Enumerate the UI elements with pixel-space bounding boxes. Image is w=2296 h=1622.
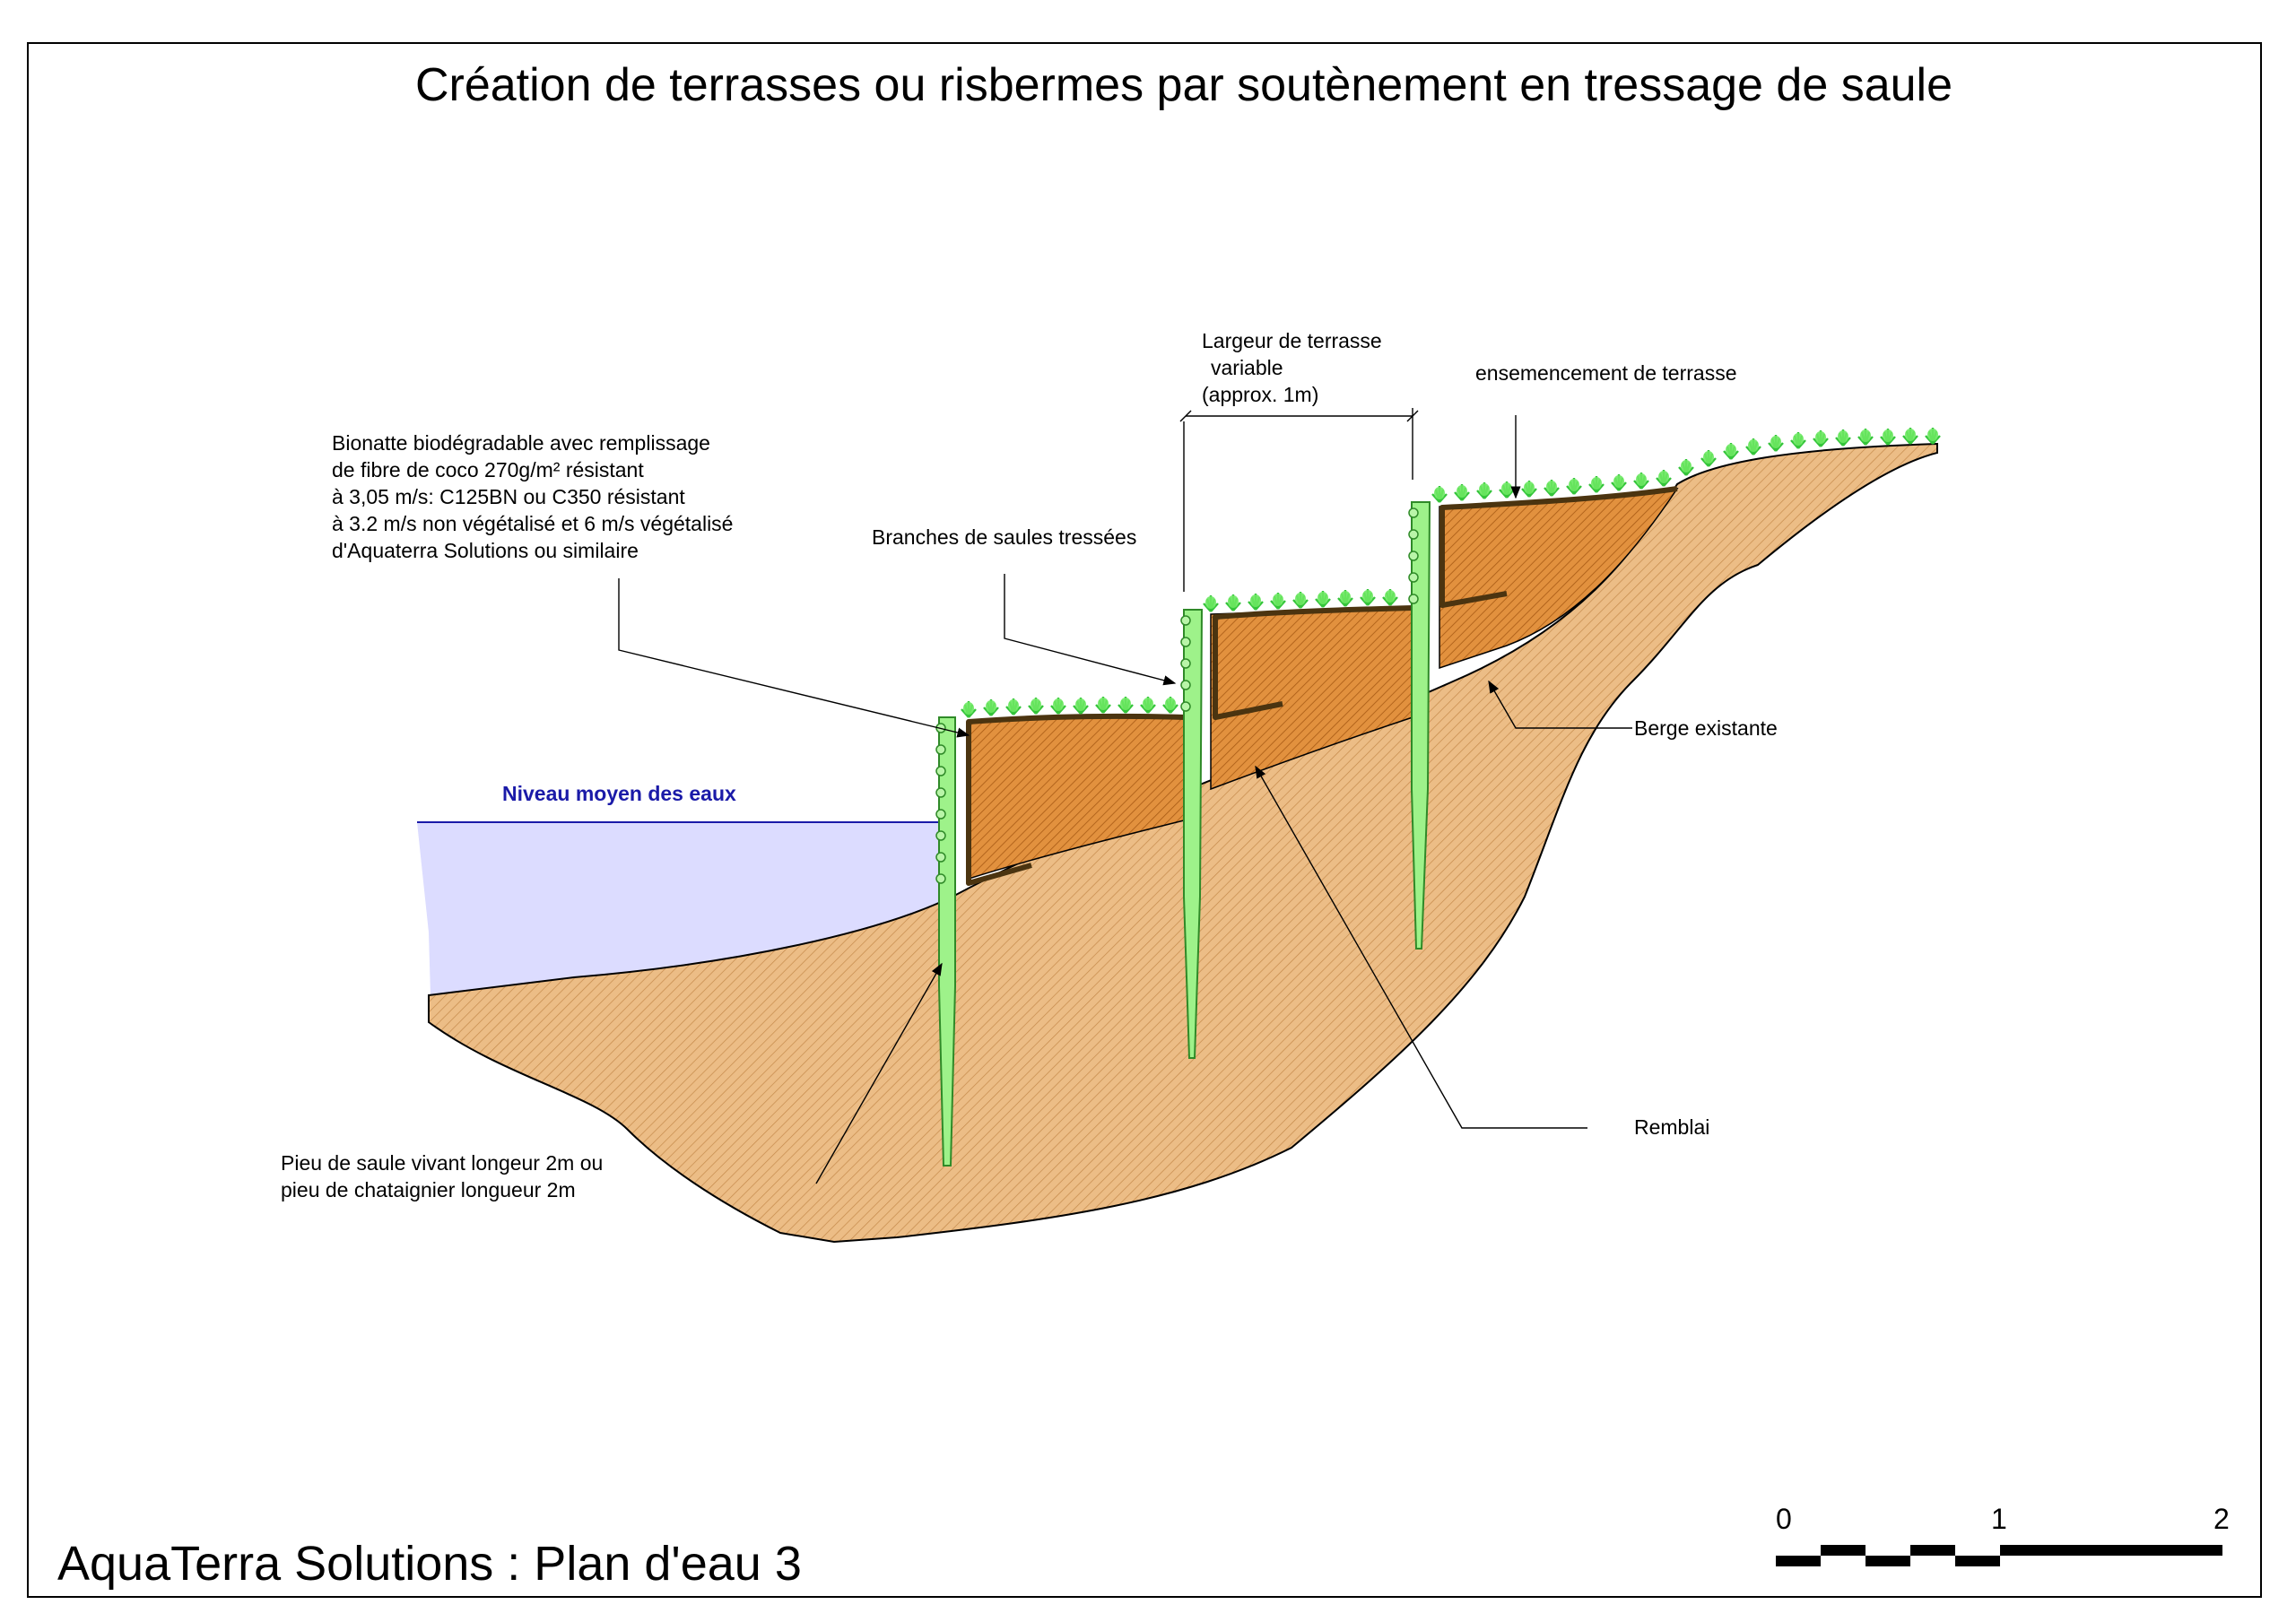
willow-stakes — [938, 501, 1431, 1167]
label-berge: Berge existante — [1634, 716, 1778, 740]
scale-bar: 0 1 2 — [1776, 1503, 2230, 1566]
bionatte-matting — [966, 486, 1678, 886]
label-bionatte: Bionatte biodégradable avec remplissage … — [332, 431, 739, 562]
scale-tick-label: 1 — [1991, 1503, 2007, 1535]
willow-stake-2 — [1183, 609, 1204, 1059]
label-remblai: Remblai — [1634, 1115, 1709, 1139]
drawing-title: Création de terrasses ou risbermes par s… — [415, 59, 1952, 111]
label-niveau: Niveau moyen des eaux — [502, 782, 736, 805]
drawing-frame — [27, 42, 2262, 1598]
label-largeur: Largeur de terrasse variable (approx. 1m… — [1202, 329, 1387, 406]
willow-stake-1 — [938, 716, 956, 1167]
scale-tick-label: 0 — [1776, 1503, 1792, 1535]
label-branches: Branches de saules tressées — [872, 525, 1136, 549]
label-pieu: Pieu de saule vivant longeur 2m ou pieu … — [281, 1151, 609, 1201]
footer-company: AquaTerra Solutions : Plan d'eau 3 — [57, 1537, 802, 1591]
label-ensemencement: ensemencement de terrasse — [1475, 361, 1737, 385]
water-body — [417, 821, 952, 995]
scale-tick-label: 2 — [2213, 1503, 2230, 1535]
leader-lines — [618, 408, 1632, 1184]
willow-stake-3 — [1411, 501, 1431, 950]
woven-willow-branches — [935, 507, 1419, 884]
